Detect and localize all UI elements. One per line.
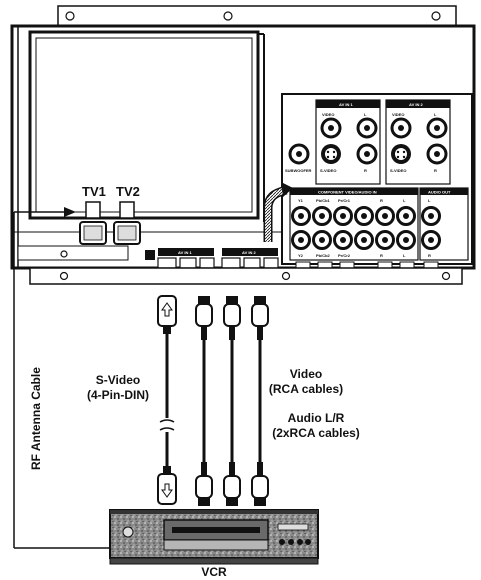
route-arrow-fill (265, 187, 287, 242)
av-in-2-top-label: AV IN 2 (409, 102, 423, 107)
comp2-r-label: R (380, 253, 383, 258)
rca-cable-audio-r (251, 296, 269, 506)
audio-out-r-label: R (428, 253, 431, 258)
screw-hole (60, 250, 68, 258)
av1-svideo-label: S-VIDEO (320, 168, 336, 173)
tv2-label: TV2 (116, 184, 140, 199)
pr-cr1-label: Pr/Cr1 (338, 198, 351, 203)
av-in-2-bottom-label: AV IN 2 (242, 250, 256, 255)
audio-label: Audio L/R (288, 411, 345, 425)
rca-cable-audio-l (223, 296, 241, 506)
component-row-2 (291, 230, 416, 250)
av2-r-label: R (434, 168, 437, 173)
screw-hole (223, 11, 233, 21)
tv1-label: TV1 (82, 184, 106, 199)
svideo-cable (157, 295, 177, 505)
vcr-control-buttons (279, 539, 311, 545)
av2-l-label: L (434, 112, 437, 117)
cable-break-mark (159, 427, 175, 431)
down-arrow-icon (161, 483, 173, 498)
audio-out-label: AUDIO OUT (428, 190, 451, 195)
svideo-sublabel: (4-Pin-DIN) (87, 388, 149, 402)
y1-label: Y1 (298, 198, 304, 203)
component-section (289, 187, 419, 261)
video-label: Video (290, 367, 322, 381)
bottom-mounting-strip (29, 267, 463, 285)
subwoofer-label: SUBWOOFER (285, 168, 312, 173)
up-arrow-icon (161, 302, 173, 317)
av-in-1-top-section (315, 99, 381, 185)
comp1-r-label: R (380, 198, 383, 203)
rf-antenna-cable-label: RF Antenna Cable (29, 367, 43, 470)
vcr-display (277, 523, 309, 531)
component-header-label: COMPONENT VIDEO/AUDIO IN (318, 190, 377, 195)
screw-hole (59, 271, 69, 281)
route-arrow-head-icon (281, 182, 293, 197)
tuner-box (28, 30, 260, 220)
screw-hole (65, 11, 75, 21)
pb-cb2-label: Pb/Cb2 (316, 253, 331, 258)
vcr-label: VCR (201, 565, 227, 579)
screw-hole (441, 271, 451, 281)
av-in-2-bottom-bar (222, 248, 278, 256)
pb-cb1-label: Pb/Cb1 (316, 198, 331, 203)
y2-label: Y2 (298, 253, 304, 258)
cable-break-mark (159, 419, 175, 423)
small-port (145, 250, 155, 260)
av1-r-label: R (364, 168, 367, 173)
tv-back-panel: TV1 TV2 AV IN 1 VIDEO L (10, 5, 476, 285)
tv2-antenna-jack (119, 201, 135, 219)
audio-sublabel: (2xRCA cables) (272, 426, 360, 440)
av-in-1-top-label: AV IN 1 (339, 102, 353, 107)
screw-hole (431, 11, 441, 21)
tv1-antenna-jack (85, 201, 101, 219)
comp1-l-label: L (403, 198, 406, 203)
screw-hole (281, 271, 291, 281)
av2-svideo-label: S-VIDEO (390, 168, 406, 173)
component-row-1 (291, 206, 416, 226)
av1-l-label: L (364, 112, 367, 117)
av-in-1-bottom-bar (158, 248, 214, 256)
comp2-l-label: L (403, 253, 406, 258)
av-in-1-bottom-label: AV IN 1 (178, 250, 192, 255)
av1-video-label: VIDEO (322, 112, 334, 117)
pr-cr2-label: Pr/Cr2 (338, 253, 351, 258)
audio-out-l-label: L (428, 198, 431, 203)
vcr-device (109, 509, 319, 565)
vcr-power-button (122, 526, 134, 538)
rf-antenna-cable: RF Antenna Cable (13, 212, 110, 549)
svideo-label: S-Video (96, 373, 140, 387)
rf-arrow-icon (64, 207, 76, 217)
av-in-2-top-section (385, 99, 451, 185)
av2-video-label: VIDEO (392, 112, 404, 117)
rca-cable-video (195, 296, 213, 506)
video-sublabel: (RCA cables) (269, 382, 343, 396)
top-mounting-strip (57, 5, 457, 27)
